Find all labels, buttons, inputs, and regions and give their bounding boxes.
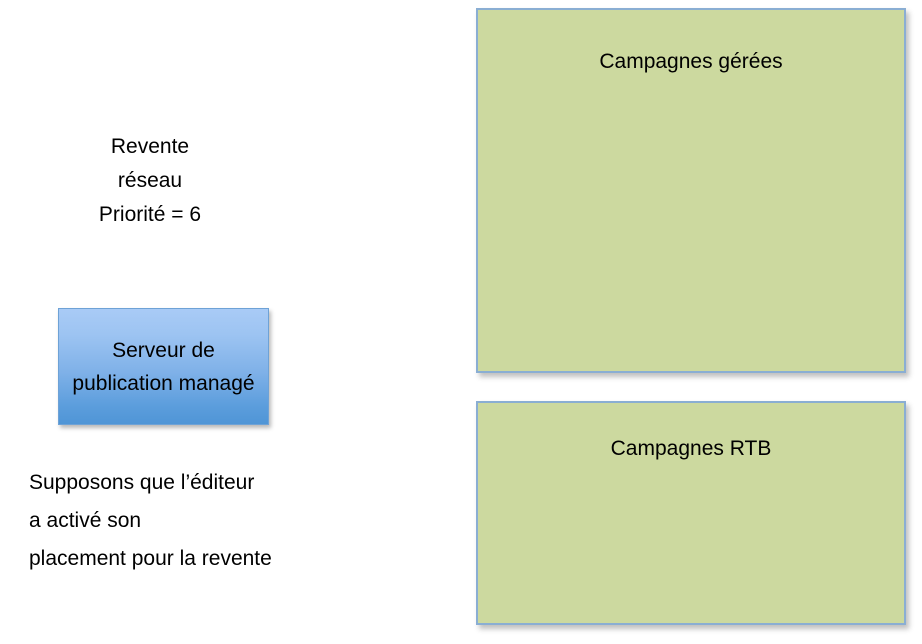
panel-rtb-campaigns: Campagnes RTB Campagne #3: [476, 401, 906, 625]
server-box[interactable]: Serveur de publication managé: [58, 308, 269, 425]
panel-managed-campaigns-title: Campagnes gérées: [599, 50, 783, 73]
panel-managed-campaigns: Campagnes gérées Campagne n°1 (avec prio…: [476, 8, 906, 373]
panel-rtb-campaigns-title: Campagnes RTB: [610, 437, 772, 460]
network-resale-label: Revente réseau Priorité = 6: [98, 135, 202, 226]
server-box-label: Serveur de publication managé: [72, 338, 255, 395]
assumption-note: Supposons que l’éditeur a activé son pla…: [29, 471, 272, 570]
